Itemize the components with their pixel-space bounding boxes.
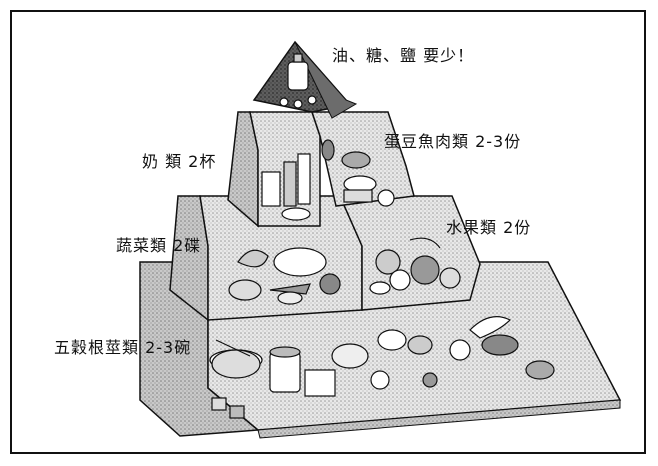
tier-fruit xyxy=(338,195,481,311)
milk-food-icon xyxy=(261,153,311,221)
tier-fats xyxy=(252,40,358,119)
meat-food-icon xyxy=(321,139,395,207)
label-fruit: 水果類 2份 xyxy=(446,218,532,237)
fats-food-icon xyxy=(279,53,317,109)
tier-milk xyxy=(227,111,321,228)
label-grains: 五穀根莖類 2-3碗 xyxy=(54,338,192,357)
label-milk: 奶 類 2杯 xyxy=(142,152,217,171)
tier-meat xyxy=(310,111,415,207)
fruit-food-icon xyxy=(369,237,461,295)
label-vegetables: 蔬菜類 2碟 xyxy=(116,236,202,255)
label-fats: 油、糖、鹽 要少！ xyxy=(332,46,475,65)
grains-food-icon xyxy=(209,316,555,419)
label-meat: 蛋豆魚肉類 2-3份 xyxy=(384,132,522,151)
tier-vegetables xyxy=(169,195,363,322)
vegetables-food-icon xyxy=(228,247,341,305)
